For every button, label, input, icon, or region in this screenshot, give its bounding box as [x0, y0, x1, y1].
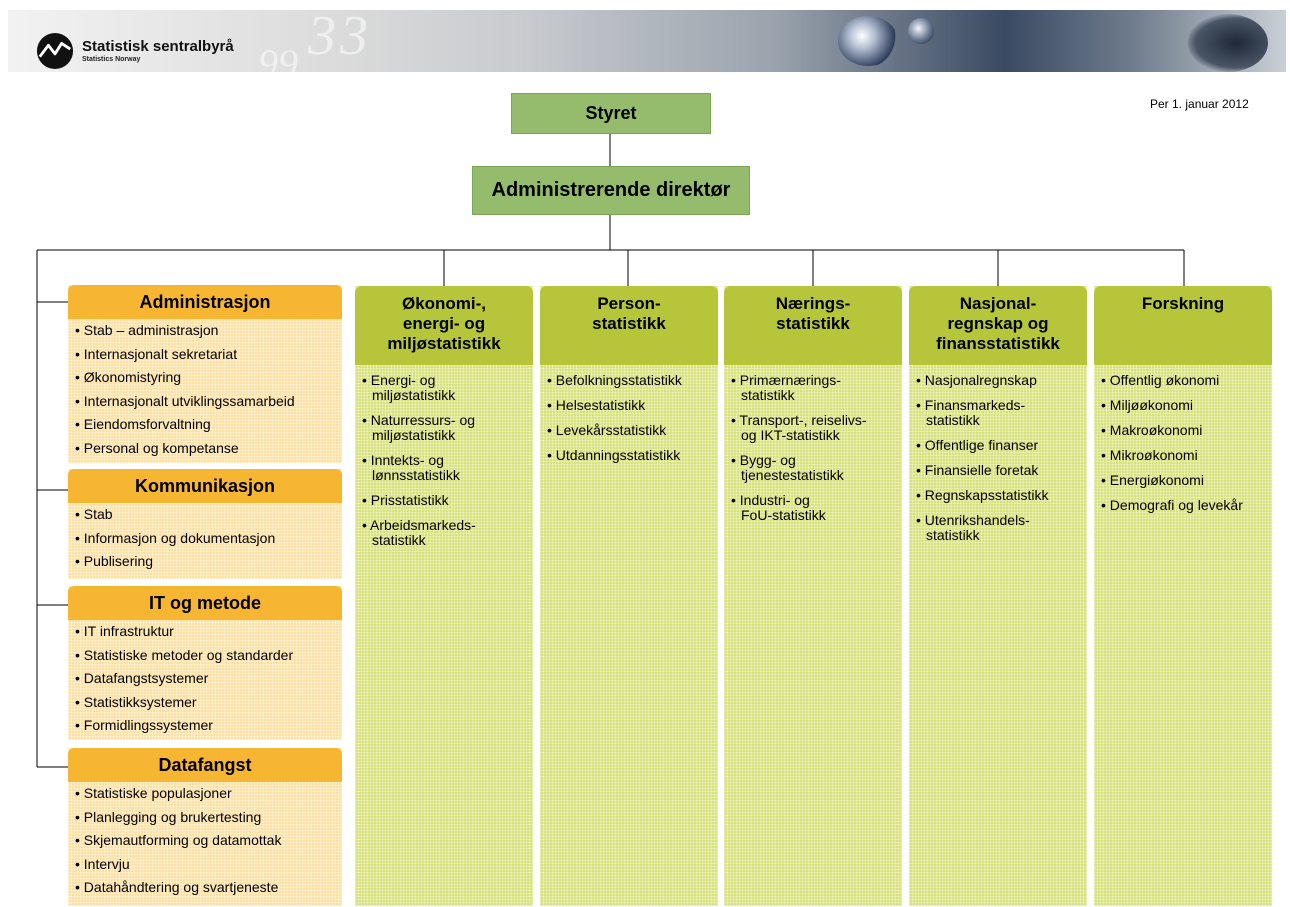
list-item: • Transport-, reiselivs- og IKT-statisti… — [731, 412, 867, 443]
list-item: • Utdanningsstatistikk — [547, 447, 681, 463]
ceo-box: Administrerende direktør — [472, 166, 750, 215]
line-dept-okonomi: Økonomi-, energi- og miljøstatistikk • E… — [355, 286, 533, 906]
list-item: • Statistikksystemer — [75, 693, 197, 710]
date-label: Per 1. januar 2012 — [1150, 97, 1249, 111]
list-item: • Datafangstsystemer — [75, 670, 209, 686]
list-item: • Økonomistyring — [75, 369, 182, 385]
list-item: • Datahåndtering og svartjeneste — [75, 879, 279, 895]
list-item: • Skjemautforming og datamottak — [75, 832, 282, 848]
list-item: • Planlegging og brukertesting — [75, 808, 262, 825]
list-item: • Inntekts- og lønnsstatistikk — [362, 452, 460, 483]
staff-dept-datafangst: Datafangst • Statistiske populasjoner • P… — [68, 748, 342, 906]
list-item: • Primærnærings- statistikk — [731, 372, 841, 403]
line-dept-items: • Befolkningsstatistikk • Helsestatistikk… — [540, 365, 718, 463]
org-subtitle: Statistics Norway — [82, 56, 141, 63]
line-dept-items: • Primærnærings- statistikk • Transport-,… — [724, 365, 902, 523]
list-item: • Bygg- og tjenestestatistikk — [731, 452, 844, 483]
line-dept-nasjonalregnskap: Nasjonal- regnskap og finansstatistikk •… — [909, 286, 1087, 906]
list-item: • IT infrastruktur — [75, 623, 174, 639]
line-dept-items: • Offentlig økonomi • Miljøøkonomi • Makro… — [1094, 365, 1272, 513]
list-item: • Eiendomsforvaltning — [75, 416, 211, 432]
line-dept-items: • Energi- og miljøstatistikk • Naturressu… — [355, 365, 533, 548]
list-item: • Personal og kompetanse — [75, 439, 239, 456]
list-item: • Befolkningsstatistikk — [547, 372, 682, 388]
staff-dept-title: Kommunikasjon — [68, 469, 342, 503]
list-item: • Finansmarkeds- statistikk — [916, 397, 1026, 428]
list-item: • Publisering — [75, 553, 154, 569]
list-item: • Finansielle foretak — [916, 462, 1039, 478]
list-item: • Demografi og levekår — [1101, 497, 1243, 513]
staff-dept-items: • Stab – administrasjon • Internasjonalt … — [68, 319, 342, 460]
list-item: • Levekårsstatistikk — [547, 422, 667, 438]
list-item: • Industri- og FoU-statistikk — [731, 492, 826, 523]
banner-digits: 33 — [308, 10, 372, 67]
board-box: Styret — [511, 93, 711, 134]
ssb-logo-icon — [36, 32, 74, 70]
staff-dept-items: • IT infrastruktur • Statistiske metoder … — [68, 620, 342, 738]
staff-dept-title: IT og metode — [68, 586, 342, 620]
list-item: • Intervju — [75, 855, 130, 872]
list-item: • Regnskapsstatistikk — [916, 487, 1049, 503]
line-dept-title: Nærings- statistikk — [724, 286, 902, 365]
list-item: • Statistiske metoder og standarder — [75, 646, 294, 663]
staff-dept-kommunikasjon: Kommunikasjon • Stab • Informasjon og dok… — [68, 469, 342, 579]
list-item: • Offentlige finanser — [916, 437, 1039, 453]
list-item: • Energiøkonomi — [1101, 472, 1204, 488]
org-name: Statistisk sentralbyrå — [82, 38, 234, 55]
banner-orb-decoration — [1188, 14, 1268, 72]
line-dept-forskning: Forskning • Offentlig økonomi • Miljøøkon… — [1094, 286, 1272, 906]
staff-dept-it-og-metode: IT og metode • IT infrastruktur • Statist… — [68, 586, 342, 740]
list-item: • Offentlig økonomi — [1101, 372, 1220, 388]
list-item: • Informasjon og dokumentasjon — [75, 529, 276, 546]
list-item: • Statistiske populasjoner — [75, 785, 232, 801]
staff-dept-items: • Stab • Informasjon og dokumentasjon • Pu… — [68, 503, 342, 574]
list-item: • Energi- og miljøstatistikk — [362, 372, 456, 403]
list-item: • Prisstatistikk — [362, 492, 449, 508]
list-item: • Miljøøkonomi — [1101, 397, 1194, 413]
line-dept-title: Forskning — [1094, 286, 1272, 365]
staff-dept-administrasjon: Administrasjon • Stab – administrasjon• … — [68, 285, 342, 463]
line-dept-title: Nasjonal- regnskap og finansstatistikk — [909, 286, 1087, 365]
line-dept-naering: Nærings- statistikk • Primærnærings- sta… — [724, 286, 902, 906]
banner-orb-decoration — [908, 18, 934, 44]
line-dept-person: Person- statistikk • Befolkningsstatisti… — [540, 286, 718, 906]
org-logo: Statistisk sentralbyrå Statistics Norway — [36, 32, 234, 70]
banner-orb-decoration — [838, 16, 898, 66]
list-item: • Arbeidsmarkeds- statistikk — [362, 517, 476, 548]
banner-digits-secondary: 99 — [258, 41, 298, 72]
staff-dept-items: • Statistiske populasjoner • Planlegging … — [68, 782, 342, 900]
list-item: • Internasjonalt sekretariat — [75, 345, 238, 362]
list-item: • Naturressurs- og miljøstatistikk — [362, 412, 476, 443]
header-banner: 33 99 Statistisk sentralbyrå Statistics … — [8, 10, 1286, 72]
list-item: • Helsestatistikk — [547, 397, 646, 413]
staff-dept-title: Datafangst — [68, 748, 342, 782]
list-item: • Stab — [75, 506, 113, 522]
list-item: • Internasjonalt utviklingssamarbeid — [75, 392, 295, 409]
line-dept-title: Økonomi-, energi- og miljøstatistikk — [355, 286, 533, 365]
staff-dept-title: Administrasjon — [68, 285, 342, 319]
list-item: • Nasjonalregnskap — [916, 372, 1037, 388]
list-item: • Stab – administrasjon — [75, 322, 219, 338]
list-item: • Makroøkonomi — [1101, 422, 1203, 438]
line-dept-title: Person- statistikk — [540, 286, 718, 365]
line-dept-items: • Nasjonalregnskap • Finansmarkeds- stati… — [909, 365, 1087, 543]
list-item: • Formidlingssystemer — [75, 717, 213, 733]
list-item: • Mikroøkonomi — [1101, 447, 1198, 463]
list-item: • Utenrikshandels- statistikk — [916, 512, 1030, 543]
